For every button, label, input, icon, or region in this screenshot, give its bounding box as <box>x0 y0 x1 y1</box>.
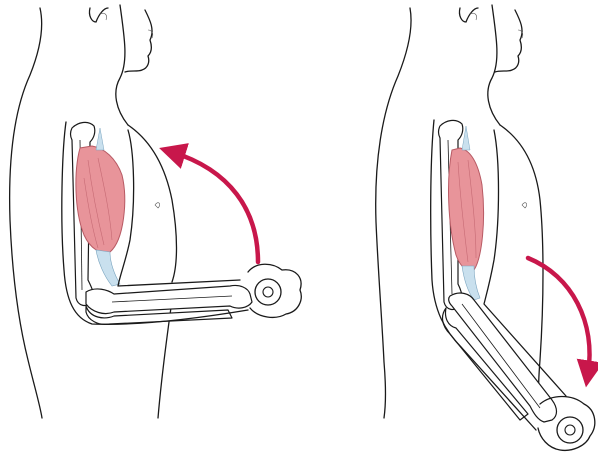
forearm-right <box>443 293 557 422</box>
flexion-arrow <box>172 152 258 262</box>
hand-left <box>248 264 301 317</box>
panel-flexion <box>10 5 302 418</box>
forearm-left <box>86 285 252 324</box>
extension-arrow <box>528 258 590 374</box>
panel-extension <box>376 5 595 450</box>
